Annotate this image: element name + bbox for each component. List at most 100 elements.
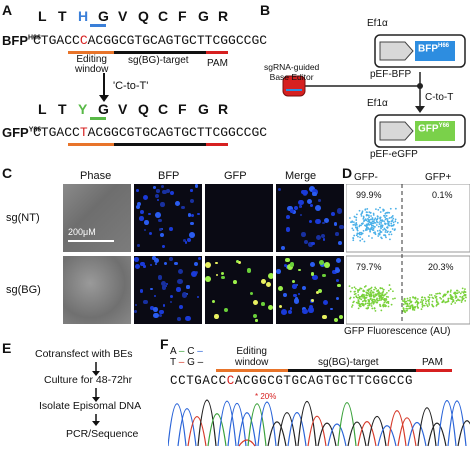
flow-event <box>453 291 456 294</box>
bfp-gene-box <box>415 41 455 61</box>
gfp-cell <box>246 268 252 273</box>
flow-event <box>416 298 419 300</box>
panel-a-letter: A <box>2 2 13 18</box>
merge-cell <box>315 234 322 241</box>
flow-event <box>357 294 360 296</box>
flow-event <box>390 222 393 225</box>
merge-cell <box>309 204 313 207</box>
tl-pct: 99.9% <box>356 190 382 200</box>
merge-cell <box>310 262 316 268</box>
gfp-aa-1: T <box>58 101 67 117</box>
col-merge: Merge <box>285 170 317 182</box>
col-bfp: BFP <box>158 170 180 182</box>
gfp-cell <box>214 314 219 319</box>
flow-event <box>366 214 369 217</box>
merge-cell <box>285 257 290 263</box>
flow-event <box>373 301 376 303</box>
flow-event <box>394 207 397 210</box>
flow-event <box>351 287 353 289</box>
c-to-t-label: C-to-T <box>425 92 454 103</box>
bfp-cell <box>159 227 163 231</box>
merge-cell <box>319 259 324 265</box>
flow-event <box>371 217 374 220</box>
flow-event <box>451 296 454 299</box>
merge-cell <box>337 240 342 245</box>
flow-event <box>372 227 375 230</box>
bfp-cell <box>176 287 181 292</box>
flow-event <box>435 292 438 295</box>
flow-event <box>370 228 373 231</box>
f-seq-post: ACGGCGTGCAGTGCTTCGGCCG <box>234 374 414 388</box>
merge-cell <box>299 213 302 217</box>
col-gfp: GFP <box>224 170 247 182</box>
bfp-cell <box>194 261 199 266</box>
flow-event <box>349 217 351 219</box>
trace-peak <box>457 420 470 447</box>
trace-peak <box>187 415 207 447</box>
merge-cell <box>333 317 338 322</box>
bfp-cell <box>189 221 194 226</box>
merge-cell <box>315 290 319 294</box>
flow-event <box>385 214 388 217</box>
flow-event <box>375 208 377 211</box>
trace-peak <box>367 415 387 447</box>
bfp-cell <box>174 261 178 266</box>
plasmid-gfp-label: pEF-eGFP <box>370 149 418 160</box>
scatter-sg-bg <box>348 284 467 314</box>
gfp-label-text: GFP <box>2 125 29 140</box>
flow-event <box>354 287 357 290</box>
f-seq-edit: C <box>226 374 235 388</box>
flow-event <box>370 215 372 217</box>
scale-bar <box>68 240 114 242</box>
f-target-bar <box>288 369 416 372</box>
flow-event <box>371 307 374 310</box>
flow-event <box>460 301 463 303</box>
flow-event <box>419 301 422 304</box>
panel-c-letter: C <box>2 165 13 181</box>
bfp-box-text: BFP <box>418 43 438 55</box>
gfp-editing-window-bar <box>68 143 114 146</box>
bfp-cell <box>184 241 188 244</box>
step-2: Culture for 48-72hr <box>44 374 133 386</box>
bfp-cell <box>160 202 165 207</box>
trace-peak <box>397 417 417 447</box>
bfp-cell <box>156 189 160 193</box>
ef1a-promoter-arrow <box>379 41 414 61</box>
flow-event <box>379 219 382 222</box>
flow-event <box>387 211 389 214</box>
f-seq-pre: CCTGACC <box>170 374 227 388</box>
gfp-cell <box>252 299 259 306</box>
flow-event <box>454 295 457 297</box>
merge-cell <box>320 262 326 268</box>
flow-event <box>375 293 378 296</box>
merge-cell <box>312 274 318 281</box>
flow-event <box>364 208 367 211</box>
flow-event <box>352 301 355 304</box>
merge-cell <box>308 186 315 193</box>
flow-event <box>387 230 389 233</box>
trace-peak <box>267 421 287 447</box>
bfp-cell <box>160 184 165 189</box>
flow-event <box>375 220 378 223</box>
gfp-cell <box>205 276 211 282</box>
flow-event <box>380 236 382 239</box>
flow-event <box>391 219 394 222</box>
flow-event <box>371 237 373 239</box>
gfp-cell <box>250 291 254 296</box>
merge-cell <box>293 298 299 304</box>
flow-event <box>368 288 370 291</box>
flow-event <box>370 289 373 292</box>
flow-event <box>390 303 393 306</box>
bfp-aa-1: T <box>58 8 67 24</box>
flow-event <box>385 226 388 229</box>
flow-event <box>358 296 361 299</box>
flow-event <box>382 228 384 231</box>
flow-event <box>360 298 363 301</box>
merge-cell <box>322 238 326 241</box>
flow-event <box>364 224 366 227</box>
flow-event <box>357 235 359 238</box>
flow-event <box>459 292 462 295</box>
flow-event <box>362 229 365 232</box>
trace-peak <box>337 402 357 447</box>
flow-event <box>355 219 358 221</box>
